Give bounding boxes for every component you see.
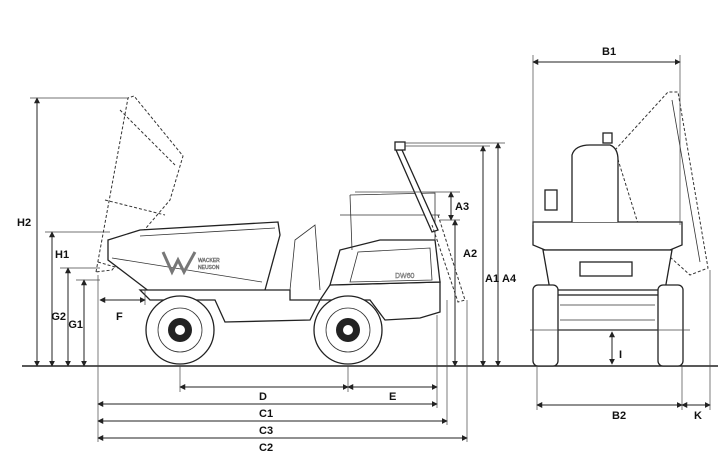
label-A3: A3 (455, 201, 469, 213)
label-H2: H2 (17, 217, 31, 229)
label-C3: C3 (259, 425, 273, 437)
dimension-lines (34, 97, 501, 441)
logo-text-2: NEUSON (198, 265, 220, 271)
label-C2: C2 (259, 442, 273, 454)
label-A2: A2 (463, 248, 477, 260)
logo-w (161, 251, 197, 276)
logo-text-1: WACKER (198, 258, 220, 264)
front-left-wheel (532, 284, 559, 367)
label-C1: C1 (259, 408, 273, 420)
extension-lines (30, 97, 505, 442)
label-F: F (116, 311, 123, 323)
label-E: E (389, 391, 396, 403)
dimension-labels: H2 H1 G2 G1 F D E C1 C3 C2 A3 A2 A1 A4 B… (17, 46, 702, 454)
front-view-dumper (530, 91, 709, 367)
chassis (138, 281, 441, 323)
label-G1: G1 (68, 319, 83, 331)
side-view-dumper: WACKER NEUSON DW60 (95, 95, 466, 365)
label-D: D (259, 391, 267, 403)
front-dimension-lines (532, 59, 711, 408)
front-right-wheel (657, 284, 684, 367)
label-G2: G2 (51, 311, 66, 323)
label-I: I (619, 349, 622, 361)
front-skip (532, 221, 683, 251)
label-B1: B1 (602, 46, 616, 58)
skip (107, 221, 281, 293)
label-A4: A4 (502, 273, 517, 285)
label-K: K (694, 410, 702, 422)
model-badge: DW60 (395, 273, 415, 280)
label-A1: A1 (485, 273, 499, 285)
label-H1: H1 (55, 249, 69, 261)
label-B2: B2 (612, 410, 626, 422)
